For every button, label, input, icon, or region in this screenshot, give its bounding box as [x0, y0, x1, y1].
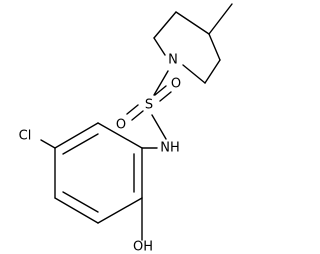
structure-diagram: Cl OH NH S O O N [19, 3, 233, 254]
bond-cd-ce [204, 59, 221, 84]
atom-s: S [145, 98, 153, 113]
atom-o-bottom: O [116, 118, 126, 133]
bond-s-n-ring [153, 70, 169, 96]
bond-c1-cl [40, 139, 56, 149]
atom-o-top: O [171, 77, 181, 92]
bond-c2-c3 [97, 122, 143, 149]
bond-s-o-bottom-a [131, 110, 144, 121]
bond-ca-cb [153, 11, 177, 39]
atom-oh: OH [133, 240, 153, 254]
atom-cl: Cl [19, 129, 32, 144]
bond-cc-methyl [208, 3, 233, 35]
bond-c4-c5 [97, 197, 143, 224]
bond-cc-cd [208, 33, 221, 61]
bond-s-o-bottom-b [126, 104, 139, 115]
bond-s-o-top-a [154, 85, 167, 96]
bond-nh-s [151, 114, 167, 140]
bond-c1-c2 [54, 122, 99, 149]
piperidine-ring [153, 11, 221, 84]
aromatic-inner-bond-1 [62, 133, 99, 155]
atom-n-ring: N [168, 53, 178, 68]
bond-n-ca [153, 37, 166, 56]
bond-cb-cc [175, 11, 210, 35]
aromatic-inner-bond-3 [62, 191, 99, 213]
bond-ce-n [182, 64, 206, 84]
bond-c5-c6 [54, 197, 99, 224]
benzene-ring [54, 122, 143, 224]
bond-s-o-top-b [159, 91, 172, 102]
atom-nh: NH [160, 141, 180, 156]
